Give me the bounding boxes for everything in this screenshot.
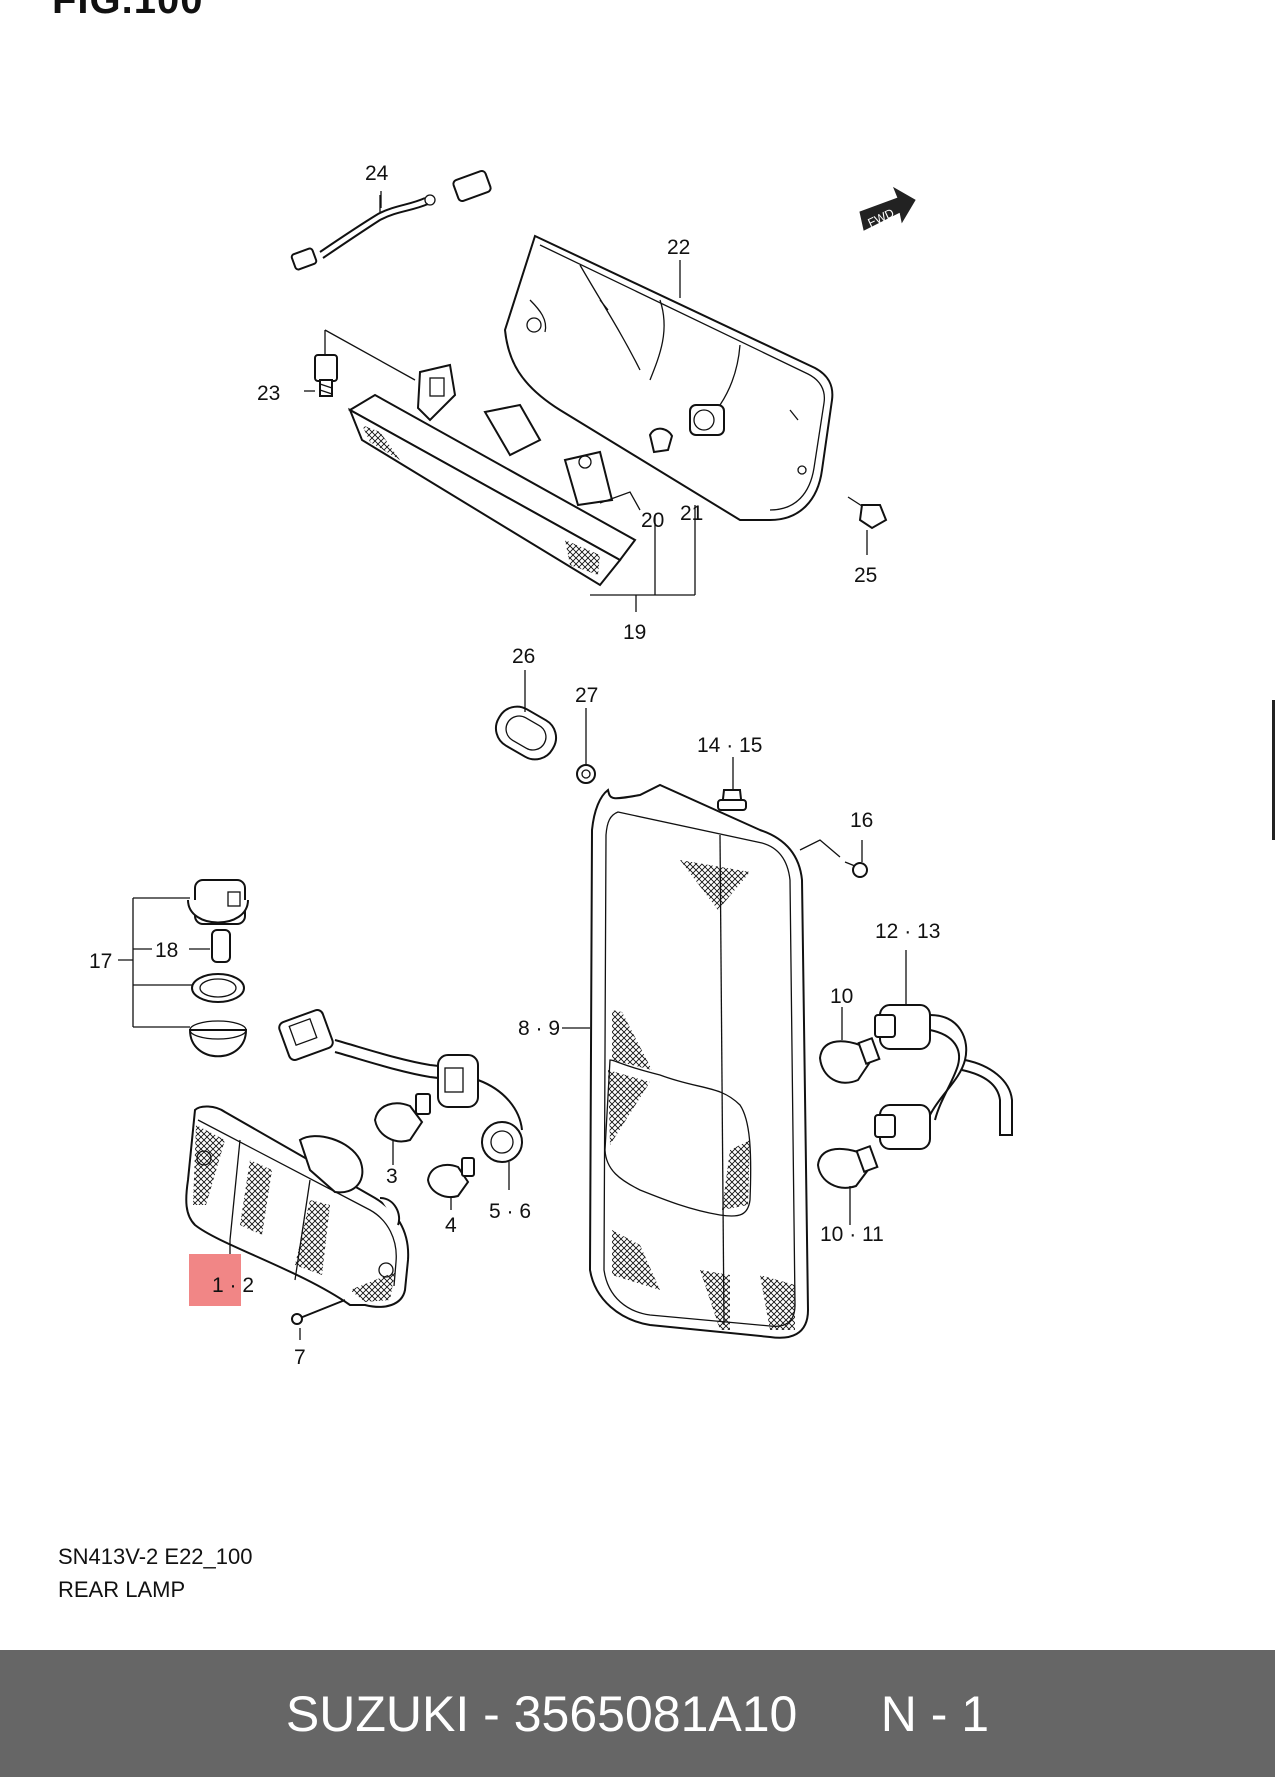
- part-info-bar: SUZUKI - 3565081A10 N - 1: [0, 1650, 1275, 1777]
- socket-harness-12-13: [874, 1004, 1013, 1150]
- callout-19: 19: [623, 621, 646, 644]
- socket-harness-5-6: [278, 1009, 523, 1163]
- callout-27: 27: [575, 684, 598, 707]
- callout-16: 16: [850, 809, 873, 832]
- lens-cap-17: [188, 1020, 248, 1058]
- callout-10: 10: [830, 985, 853, 1008]
- nut-27: [576, 764, 596, 784]
- callout-1-2: 1 · 2: [212, 1274, 254, 1297]
- callout-14-15: 14 · 15: [697, 734, 762, 757]
- callout-21: 21: [680, 502, 703, 525]
- rear-combination-lamp-group: 26 27 14 · 15 16 12 · 13 10 8 · 9 17 18 …: [89, 645, 1013, 1369]
- brand-separator: -: [469, 1685, 514, 1742]
- high-mount-stop-lamp-group: FWD 24 22 23 20 21 25 19: [257, 162, 916, 644]
- callout-5-6: 5 · 6: [489, 1200, 531, 1223]
- bulb-10: [818, 1036, 881, 1084]
- lamp-cover-22: [503, 234, 834, 521]
- wire-harness-24: [290, 169, 492, 271]
- callout-7: 7: [294, 1346, 306, 1369]
- callout-20: 20: [641, 509, 664, 532]
- callout-23: 23: [257, 382, 280, 405]
- forward-arrow-icon: FWD: [859, 186, 916, 231]
- callout-22: 22: [667, 236, 690, 259]
- figure-code: SN413V-2 E22_100: [58, 1544, 253, 1569]
- part-number: 3565081A10: [513, 1685, 798, 1742]
- brand-name: SUZUKI: [285, 1685, 470, 1742]
- rear-lamp-exploded-diagram: FWD 24 22 23 20 21 25 19: [89, 162, 1013, 1369]
- bulb-holder-18: [211, 929, 231, 963]
- screw-14-15: [717, 789, 747, 811]
- callout-3: 3: [386, 1165, 398, 1188]
- screw-16: [844, 861, 868, 878]
- lamp-body-19: [348, 363, 641, 587]
- bolt-23: [314, 354, 338, 397]
- callout-26: 26: [512, 645, 535, 668]
- callout-10-11: 10 · 11: [820, 1223, 884, 1246]
- lens-20: [648, 427, 674, 454]
- callout-8-9: 8 · 9: [518, 1017, 560, 1040]
- bulb-10-11: [816, 1144, 879, 1189]
- part-quantity: N - 1: [880, 1685, 990, 1742]
- bulb-3: [373, 1093, 431, 1143]
- figure-name: REAR LAMP: [58, 1577, 186, 1602]
- callout-4: 4: [445, 1214, 457, 1237]
- o-ring-17: [191, 973, 245, 1003]
- figure-title: FIG.100: [52, 0, 204, 22]
- side-lamp-1-2: [185, 1105, 410, 1308]
- socket-21: [689, 404, 725, 436]
- callout-12-13: 12 · 13: [875, 920, 940, 943]
- gasket-26: [494, 705, 558, 761]
- callout-24: 24: [365, 162, 389, 185]
- page-edge-marker: [1272, 700, 1275, 840]
- bulb-4: [426, 1157, 475, 1198]
- rear-lamp-lens-8-9: [588, 783, 810, 1339]
- highlight-part-1-2: [189, 1254, 241, 1306]
- callout-18: 18: [155, 939, 178, 962]
- clip-25: [847, 496, 888, 530]
- callout-25: 25: [854, 564, 877, 587]
- part-info-text: SUZUKI - 3565081A10 N - 1: [286, 1685, 989, 1743]
- callout-17: 17: [89, 950, 112, 973]
- screw-7: [291, 1299, 346, 1325]
- socket-cover-17: [187, 879, 249, 925]
- quantity-gap: [797, 1686, 880, 1742]
